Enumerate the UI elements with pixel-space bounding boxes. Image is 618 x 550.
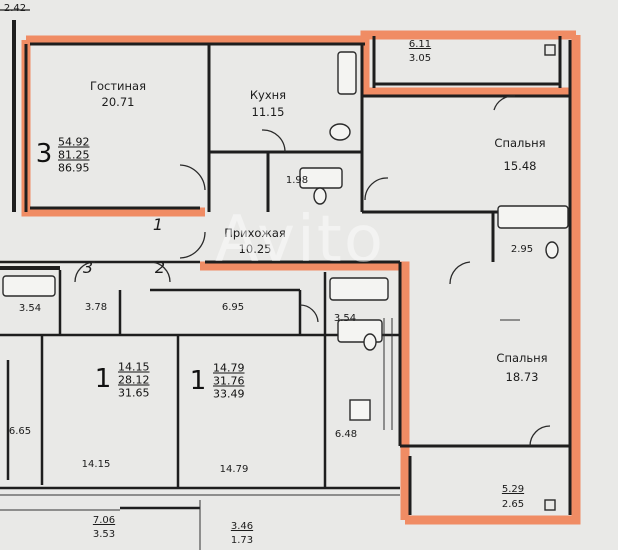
room-name-bedroom-2: Спальня (496, 351, 548, 365)
room-area-kitchen: 11.15 (251, 105, 285, 119)
room-name-bedroom-1: Спальня (494, 136, 546, 150)
apartment-b-rooms: 1 (189, 366, 207, 396)
room-name-kitchen: Кухня (249, 88, 287, 102)
room-area-bath-b: 2.95 (510, 244, 534, 255)
area-d: 3.54 (333, 313, 357, 324)
balcony-top-area: 6.11 (408, 39, 432, 50)
apartment-main-total: 81.25 (58, 148, 90, 162)
apartment-b-total: 31.76 (213, 374, 245, 388)
apartment-a-rooms: 1 (94, 364, 112, 394)
room-area-bedroom-2: 18.73 (505, 370, 539, 384)
apartment-main-areas: 54.92 81.25 86.95 (58, 136, 90, 175)
entrance-number-1: 1 (152, 215, 164, 234)
area-b: 3.78 (84, 302, 108, 313)
room-name-living: Гостиная (89, 79, 147, 93)
area-e: 6.65 (8, 426, 32, 437)
apartment-a-areas: 14.15 28.12 31.65 (118, 361, 150, 400)
outer-wall-left (0, 20, 60, 270)
watermark-logo: Avito (215, 203, 385, 277)
room-area-hall: 10.25 (238, 242, 272, 256)
apartment-b-living: 14.79 (213, 361, 245, 375)
apartment-b-areas: 14.79 31.76 33.49 (213, 362, 245, 401)
entrance-number-2: 2 (154, 258, 166, 277)
balcony-bottom-area: 5.29 (501, 484, 525, 495)
area-c: 6.95 (221, 302, 245, 313)
apartment-main-living: 54.92 (58, 135, 90, 149)
room-area-bath-a: 1.98 (285, 175, 309, 186)
room-name-hall: Прихожая (224, 226, 286, 240)
fixtures (2, 44, 569, 511)
apartment-b-total-incl: 33.49 (213, 387, 245, 401)
area-a: 3.54 (18, 303, 42, 314)
apartment-a-total-incl: 31.65 (118, 386, 150, 400)
apartment-a-living: 14.15 (118, 360, 150, 374)
apartment-main-rooms: 3 (35, 139, 53, 169)
apartment-a-total: 28.12 (118, 373, 150, 387)
apartment-main-total-incl: 86.95 (58, 161, 90, 175)
room-area-living: 20.71 (101, 95, 135, 109)
bottom-balcony-a-area: 7.06 (92, 515, 116, 526)
room-area-bedroom-1: 15.48 (503, 159, 537, 173)
balcony-bottom-reduced: 2.65 (501, 499, 525, 510)
area-g: 14.79 (219, 464, 249, 475)
bottom-balcony-b-reduced: 1.73 (230, 535, 254, 546)
door-swings (74, 95, 551, 447)
balcony-top-reduced: 3.05 (408, 53, 432, 64)
bottom-balcony-a-reduced: 3.53 (92, 529, 116, 540)
area-h: 6.48 (334, 429, 358, 440)
entrance-number-3: 3 (82, 258, 94, 277)
bottom-balcony-b-area: 3.46 (230, 521, 254, 532)
area-f: 14.15 (81, 459, 111, 470)
corner-dimension: 2.42 (3, 3, 27, 14)
